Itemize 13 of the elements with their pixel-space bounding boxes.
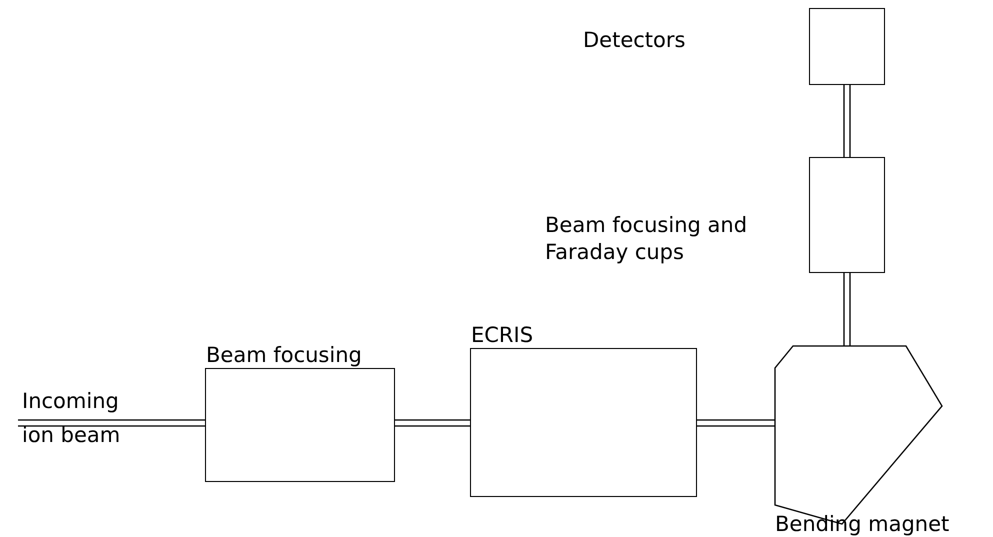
- component-label: Beam focusing and Faraday cups: [545, 212, 748, 266]
- component-label: Beam focusing: [206, 342, 362, 367]
- component-box: [809, 157, 885, 273]
- beam-pipe: [394, 419, 471, 427]
- component-box: [809, 8, 885, 85]
- beam-pipe: [696, 419, 776, 427]
- beam-pipe: [17, 419, 206, 427]
- beam-pipe: [843, 84, 851, 158]
- component-label: Detectors: [583, 27, 686, 54]
- beam-label: Incoming ion beam: [18, 384, 152, 452]
- component-label: ECRIS: [471, 322, 534, 347]
- beam-pipe: [843, 272, 851, 347]
- component-label: Bending magnet: [775, 514, 950, 535]
